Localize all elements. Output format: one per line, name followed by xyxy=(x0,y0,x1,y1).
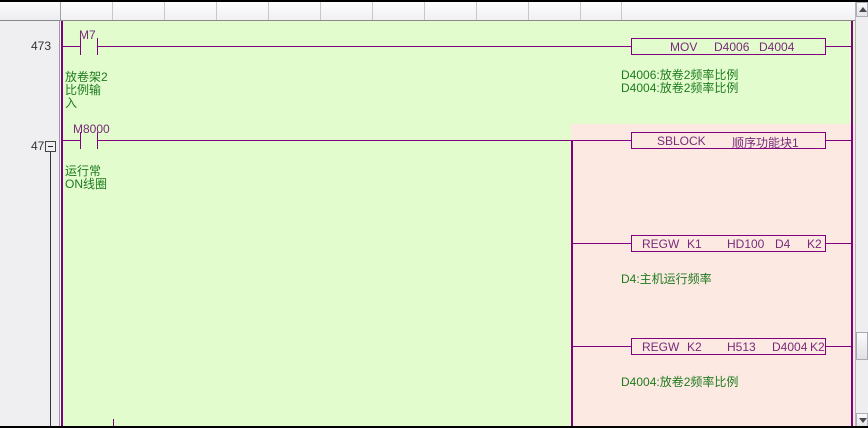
instruction-regw-2[interactable]: REGW K2 H513 D4004 K2 xyxy=(631,338,826,355)
ruler-cell-4[interactable] xyxy=(217,2,269,20)
sequential-block-region xyxy=(571,124,855,426)
rung-473-wire-mid xyxy=(98,46,631,47)
ruler-cell-3[interactable] xyxy=(165,2,217,20)
scroll-down-button[interactable] xyxy=(856,413,868,426)
instruction-sblock[interactable]: SBLOCK 顺序功能块1 xyxy=(631,132,826,150)
instruction-mov-operand-0: D4006 xyxy=(714,40,750,54)
ruler-cell-0[interactable] xyxy=(0,2,61,20)
contact-label-m7: M7 xyxy=(79,28,96,42)
instruction-regw-1-operand-3: K2 xyxy=(807,237,822,251)
ruler-cell-6[interactable] xyxy=(321,2,373,20)
regw2-wire-right xyxy=(826,346,852,347)
ruler-cell-8[interactable] xyxy=(425,2,477,20)
rung-478-wire-left xyxy=(63,140,80,141)
chevron-down-icon xyxy=(859,418,867,423)
regw1-wire-left xyxy=(573,243,631,244)
contact-m8000[interactable] xyxy=(80,132,98,149)
instruction-regw-2-operand-0: K2 xyxy=(687,340,702,354)
ruler-cell-2[interactable] xyxy=(113,2,165,20)
ruler-cell-11[interactable] xyxy=(581,2,622,20)
comment-m7: 放卷架2 比例输 入 xyxy=(65,70,108,110)
instruction-regw-2-operand-2: D4004 xyxy=(772,340,808,354)
instruction-regw-2-name: REGW xyxy=(642,340,680,354)
rung-number-gutter: 473 478 xyxy=(0,21,60,426)
instruction-regw-2-operand-3: K2 xyxy=(810,340,825,354)
rung-number-473: 473 xyxy=(30,39,51,53)
sblock-wire-right xyxy=(826,140,852,141)
ruler-cell-12[interactable] xyxy=(622,2,855,20)
collapse-toggle-rung-478[interactable] xyxy=(45,141,56,152)
comment-regw-2: D4004:放卷2频率比例 xyxy=(621,375,739,389)
instruction-regw-1-name: REGW xyxy=(642,237,680,251)
column-ruler xyxy=(0,2,855,21)
contact-m7[interactable] xyxy=(80,38,98,55)
vertical-scrollbar[interactable] xyxy=(855,2,868,426)
instruction-mov-name: MOV xyxy=(670,40,698,54)
comment-regw-1: D4:主机运行频率 xyxy=(621,272,712,286)
rung-473-wire-left xyxy=(63,46,80,47)
rung-478-wire-mid xyxy=(98,140,631,141)
instruction-sblock-name: SBLOCK xyxy=(657,134,706,148)
instruction-regw-1-operand-2: D4 xyxy=(775,237,791,251)
ruler-cell-1[interactable] xyxy=(61,2,113,20)
instruction-regw-1-operand-0: K1 xyxy=(687,237,702,251)
edit-cursor-tick xyxy=(113,419,114,426)
left-power-rail xyxy=(61,21,63,426)
scroll-thumb[interactable] xyxy=(856,332,868,360)
rung-473-wire-right xyxy=(826,46,852,47)
branch-rail xyxy=(571,140,573,426)
comment-mov: D4006:放卷2频率比例 D4004:放卷2频率比例 xyxy=(621,68,739,95)
comment-m8000: 运行常 ON线圈 xyxy=(65,164,108,191)
instruction-regw-1-operand-1: HD100 xyxy=(727,237,765,251)
right-power-rail xyxy=(851,21,853,426)
instruction-mov-operand-1: D4004 xyxy=(759,40,795,54)
instruction-regw-2-operand-1: H513 xyxy=(727,340,756,354)
instruction-regw-1[interactable]: REGW K1 HD100 D4 K2 xyxy=(631,235,826,252)
regw1-wire-right xyxy=(826,243,852,244)
ladder-canvas[interactable]: M7 放卷架2 比例输 入 MOV D4006 D4004 D4006:放卷2频… xyxy=(61,21,855,426)
ruler-cell-5[interactable] xyxy=(269,2,321,20)
contact-label-m8000: M8000 xyxy=(73,122,110,136)
scroll-up-button[interactable] xyxy=(856,2,868,17)
instruction-sblock-operand-0: 顺序功能块1 xyxy=(732,136,799,150)
regw2-wire-left xyxy=(573,346,631,347)
chevron-up-icon xyxy=(859,7,867,12)
instruction-mov[interactable]: MOV D4006 D4004 xyxy=(631,38,826,55)
ruler-cell-10[interactable] xyxy=(529,2,581,20)
rung-478-tree-line xyxy=(50,152,51,426)
ruler-cell-9[interactable] xyxy=(477,2,529,20)
ruler-cell-7[interactable] xyxy=(373,2,425,20)
